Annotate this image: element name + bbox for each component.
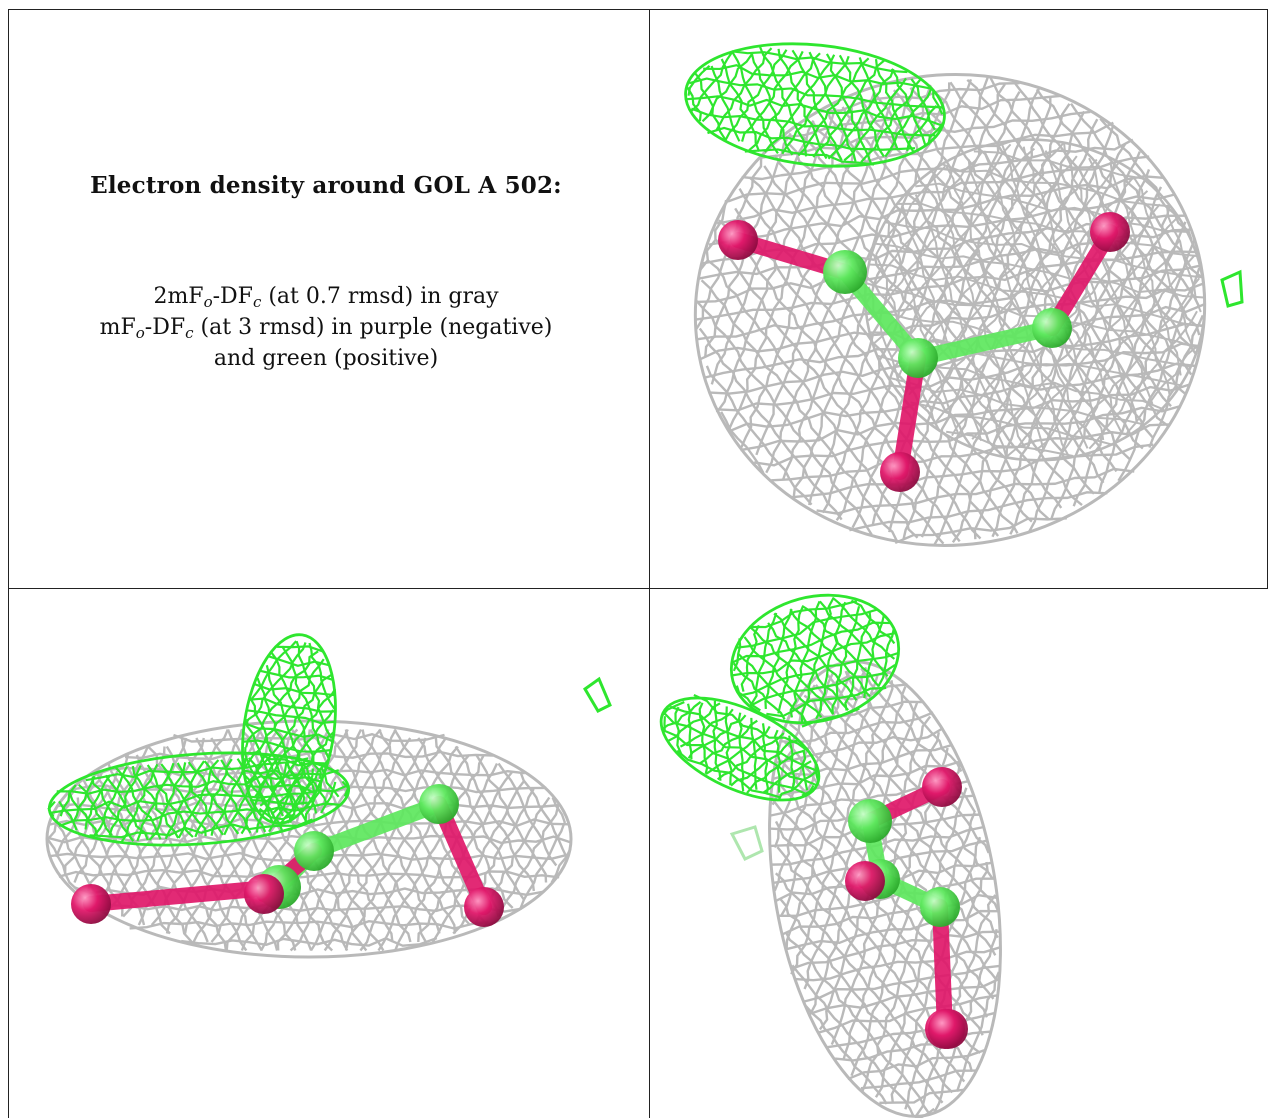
legend-term-df: -DF	[144, 315, 186, 340]
green-density-fragment	[583, 676, 612, 713]
divider-vertical	[649, 9, 650, 1118]
oxygen-atom-o1	[718, 220, 758, 260]
view-bottom-right	[650, 589, 1268, 1118]
carbon-atom-c2	[294, 831, 334, 871]
green-density-fragment	[729, 825, 764, 861]
carbon-atom-c2	[898, 338, 938, 378]
green-density-mesh	[47, 751, 351, 847]
view-bottom-left	[9, 589, 649, 1118]
carbon-atom-c3	[1032, 308, 1072, 348]
oxygen-atom-o4	[928, 1009, 968, 1049]
oxygen-atom-o2	[244, 874, 284, 914]
green-density-mesh-arm	[659, 694, 821, 802]
gray-density-mesh-inner	[863, 138, 1207, 462]
border-top	[8, 9, 1268, 10]
legend-desc-gray: (at 0.7 rmsd) in gray	[261, 284, 499, 309]
view-top-right	[650, 10, 1267, 588]
bond-c3-o3	[932, 899, 953, 1037]
legend-line-fo-fc: mFo-DFc (at 3 rmsd) in purple (negative)	[8, 312, 644, 343]
legend-sub-o: o	[203, 293, 213, 311]
oxygen-atom-o3	[1090, 212, 1130, 252]
caption-cell: Electron density around GOL A 502: 2mFo-…	[8, 0, 644, 588]
carbon-atom-c1	[823, 250, 867, 294]
border-right	[1267, 9, 1268, 589]
oxygen-atom-o2	[880, 452, 920, 492]
legend-term-df: -DF	[212, 284, 253, 309]
legend-desc-purple: (at 3 rmsd) in purple (negative)	[193, 315, 553, 340]
green-density-mesh-spike	[241, 633, 337, 825]
oxygen-atom-o2	[845, 861, 885, 901]
green-density-fragment	[1220, 269, 1244, 308]
legend-line-2fo-fc: 2mFo-DFc (at 0.7 rmsd) in gray	[8, 281, 644, 312]
bond-c2-c3	[910, 320, 1060, 366]
carbon-atom-c3	[920, 887, 960, 927]
legend-sub-c: c	[252, 293, 262, 311]
green-density-mesh	[729, 593, 901, 728]
divider-horizontal	[8, 588, 1268, 589]
legend-term-2mf: 2mF	[153, 284, 204, 309]
caption-legend: 2mFo-DFc (at 0.7 rmsd) in gray mFo-DFc (…	[8, 281, 644, 374]
oxygen-atom-o1	[922, 767, 962, 807]
carbon-atom-c1	[848, 799, 892, 843]
legend-term-mf: mF	[99, 315, 136, 340]
bond-c2-c3	[306, 796, 447, 859]
border-left	[8, 9, 9, 1118]
carbon-atom-c3	[419, 784, 459, 824]
oxygen-atom-o3	[464, 887, 504, 927]
oxygen-atom-o1	[71, 884, 111, 924]
green-density-mesh	[684, 42, 946, 168]
legend-sub-c: c	[185, 324, 194, 342]
legend-line-green: and green (positive)	[213, 346, 439, 371]
legend-sub-o: o	[135, 324, 145, 342]
caption-title: Electron density around GOL A 502:	[90, 172, 562, 199]
